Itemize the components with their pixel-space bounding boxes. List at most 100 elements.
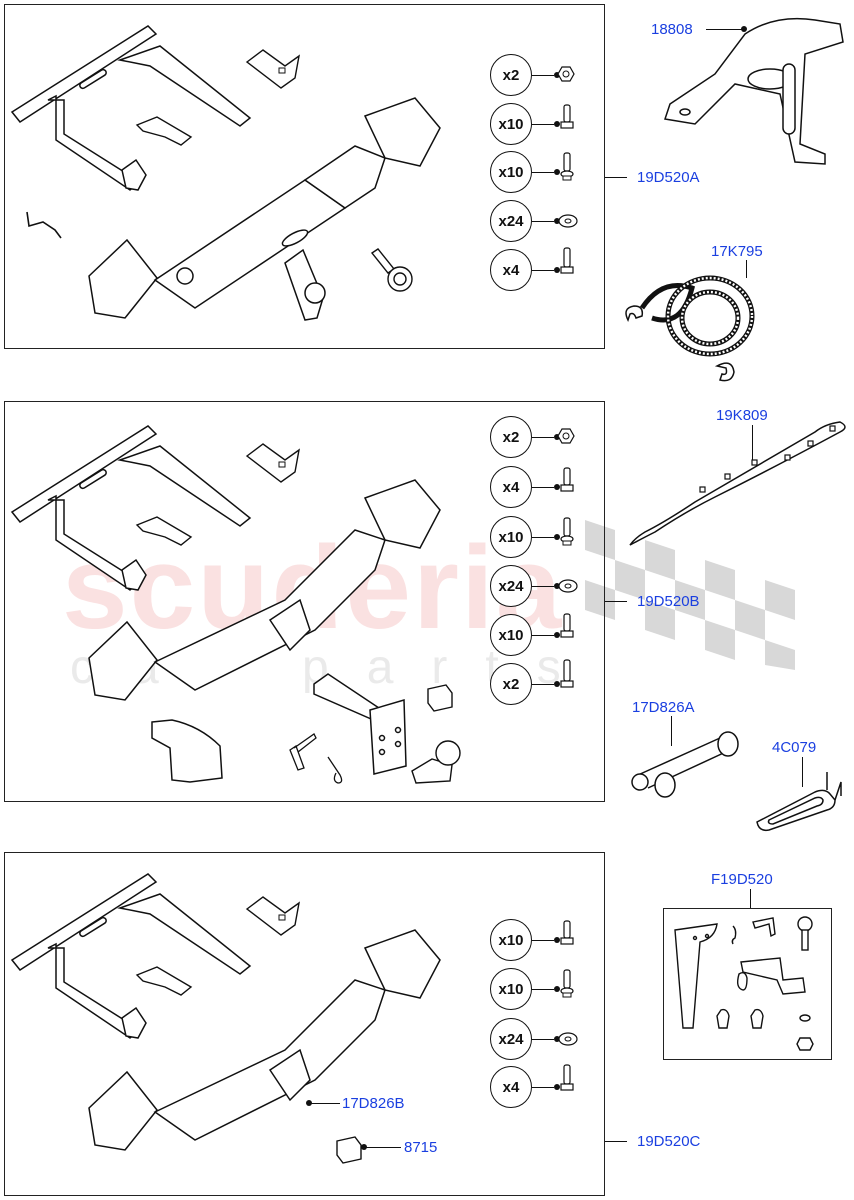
r-clip-icon bbox=[327, 756, 343, 784]
tow-bar-assembly-icon bbox=[88, 479, 441, 701]
qty-badge: x10 bbox=[490, 968, 532, 1010]
leader-line bbox=[532, 437, 554, 439]
hitch-pin-icon bbox=[631, 731, 739, 798]
leader-line bbox=[532, 1039, 554, 1041]
qty-badge: x10 bbox=[490, 151, 532, 193]
panel-19d520a bbox=[4, 4, 605, 349]
tow-ball-icon bbox=[411, 740, 461, 784]
leader-dot bbox=[306, 1100, 312, 1106]
leader-line bbox=[532, 989, 554, 991]
qty-badge: x2 bbox=[490, 663, 532, 705]
tow-eye-icon bbox=[370, 248, 413, 292]
bolt-icon bbox=[560, 613, 574, 638]
leader-dot bbox=[554, 986, 560, 992]
bracket-18808-icon bbox=[664, 17, 844, 165]
part-label-19k809[interactable]: 19K809 bbox=[716, 407, 768, 424]
mounting-bracket-icon bbox=[245, 443, 300, 483]
leader-line bbox=[532, 635, 554, 637]
leader-dot bbox=[554, 583, 560, 589]
mounting-bracket-icon bbox=[245, 49, 300, 89]
leader-line bbox=[752, 425, 754, 460]
receiver-cap-icon bbox=[336, 1136, 362, 1164]
leader-line bbox=[671, 716, 673, 746]
part-label-19d520c[interactable]: 19D520C bbox=[637, 1133, 701, 1150]
leader-line bbox=[532, 270, 554, 272]
qty-badge: x4 bbox=[490, 249, 532, 291]
leader-dot bbox=[361, 1144, 367, 1150]
leader-dot bbox=[554, 484, 560, 490]
leader-line bbox=[532, 124, 554, 126]
leader-line bbox=[532, 172, 554, 174]
bolt-icon bbox=[560, 247, 574, 274]
qty-badge: x10 bbox=[490, 516, 532, 558]
leader-dot bbox=[554, 1036, 560, 1042]
leader-dot bbox=[554, 937, 560, 943]
mounting-bracket-icon bbox=[245, 896, 300, 936]
crossmember-frame-icon bbox=[10, 425, 252, 591]
leader-dot bbox=[554, 1084, 560, 1090]
leader-dot bbox=[554, 632, 560, 638]
leader-line bbox=[532, 537, 554, 539]
part-label-f19d520[interactable]: F19D520 bbox=[711, 871, 773, 888]
part-label-4c079[interactable]: 4C079 bbox=[772, 739, 817, 756]
tow-bar-assembly-icon bbox=[88, 929, 441, 1151]
qty-badge: x10 bbox=[490, 919, 532, 961]
part-label-19d520b[interactable]: 19D520B bbox=[637, 593, 700, 610]
qty-badge: x4 bbox=[490, 466, 532, 508]
tow-ball-kit-box bbox=[663, 908, 832, 1060]
pin-icon bbox=[289, 733, 317, 771]
bolt-icon bbox=[560, 659, 574, 688]
leader-line bbox=[365, 1147, 401, 1149]
part-label-17k795[interactable]: 17K795 bbox=[711, 243, 763, 260]
panel-19d520b bbox=[4, 401, 605, 802]
small-bracket-icon bbox=[135, 516, 193, 546]
leader-dot bbox=[554, 72, 560, 78]
tow-bar-assembly-icon bbox=[88, 97, 441, 321]
leader-dot bbox=[554, 434, 560, 440]
leader-line bbox=[532, 75, 554, 77]
leader-dot bbox=[554, 121, 560, 127]
cover-icon bbox=[151, 719, 223, 783]
receiver-cap-icon bbox=[427, 684, 453, 712]
washer-icon bbox=[558, 1032, 578, 1046]
part-label-8715[interactable]: 8715 bbox=[404, 1139, 438, 1156]
leader-dot bbox=[554, 267, 560, 273]
wire-clip-icon bbox=[26, 211, 62, 239]
leader-line bbox=[605, 177, 627, 179]
leader-dot bbox=[741, 26, 747, 32]
bolt-icon bbox=[560, 1064, 574, 1091]
tow-ball-kit-icon bbox=[674, 916, 814, 1051]
part-label-17d826a[interactable]: 17D826A bbox=[632, 699, 695, 716]
part-label-19d520a[interactable]: 19D520A bbox=[637, 169, 700, 186]
leader-line bbox=[605, 1141, 627, 1143]
washer-icon bbox=[558, 579, 578, 593]
leader-dot bbox=[554, 169, 560, 175]
qty-badge: x2 bbox=[490, 54, 532, 96]
leader-line bbox=[532, 684, 554, 686]
leader-line bbox=[532, 940, 554, 942]
leader-dot bbox=[554, 218, 560, 224]
qty-badge: x2 bbox=[490, 416, 532, 458]
leader-line bbox=[532, 487, 554, 489]
bolt-icon bbox=[560, 920, 574, 945]
washer-icon bbox=[558, 214, 578, 228]
qty-badge: x4 bbox=[490, 1066, 532, 1108]
tow-rope-icon bbox=[625, 275, 755, 382]
leader-line bbox=[532, 221, 554, 223]
crossmember-frame-icon bbox=[10, 25, 252, 191]
part-label-17d826b[interactable]: 17D826B bbox=[342, 1095, 405, 1112]
small-bracket-icon bbox=[135, 966, 193, 996]
small-bracket-icon bbox=[135, 116, 193, 146]
nut-icon bbox=[557, 66, 575, 82]
leader-line bbox=[802, 757, 804, 787]
leader-line bbox=[532, 586, 554, 588]
qty-badge: x24 bbox=[490, 1018, 532, 1060]
leader-dot bbox=[554, 681, 560, 687]
qty-badge: x24 bbox=[490, 565, 532, 607]
flange-bolt-icon bbox=[560, 969, 574, 998]
leader-dot bbox=[554, 534, 560, 540]
qty-badge: x24 bbox=[490, 200, 532, 242]
leader-line bbox=[706, 29, 744, 31]
leader-line bbox=[605, 601, 627, 603]
part-label-18808[interactable]: 18808 bbox=[651, 21, 693, 38]
